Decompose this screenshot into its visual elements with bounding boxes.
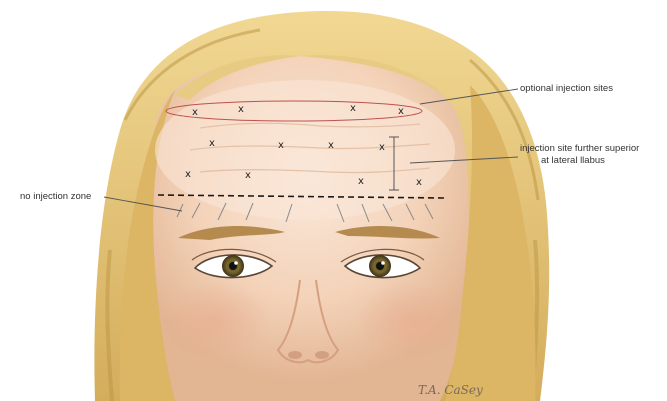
further-superior-label-line1: injection site further superior — [520, 143, 639, 155]
injection-mark: x — [245, 170, 251, 181]
injection-mark: x — [328, 140, 334, 151]
injection-mark: x — [358, 176, 364, 187]
optional-sites-label: optional injection sites — [520, 83, 613, 95]
further-superior-label-line2: at lateral llabus — [541, 155, 605, 167]
injection-mark: x — [209, 138, 215, 149]
cheek-left — [160, 280, 270, 360]
optional-injection-mark: x — [192, 107, 198, 118]
optional-injection-mark: x — [238, 104, 244, 115]
injection-mark: x — [379, 142, 385, 153]
injection-mark: x — [278, 140, 284, 151]
optional-injection-mark: x — [350, 103, 356, 114]
cheek-right — [355, 280, 465, 360]
injection-mark: x — [416, 177, 422, 188]
artist-signature: T.A. CaSey — [418, 383, 483, 397]
optional-injection-mark: x — [398, 106, 404, 117]
no-injection-zone-label: no injection zone — [20, 191, 91, 203]
injection-mark: x — [185, 169, 191, 180]
